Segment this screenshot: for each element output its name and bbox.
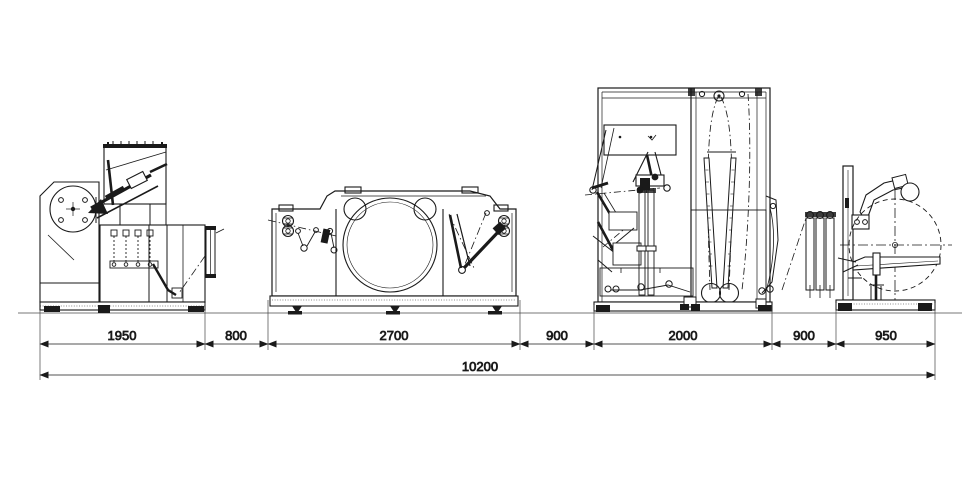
exit-roller-stand — [205, 226, 225, 278]
diagonal-actuator — [88, 159, 168, 219]
articulated-arm — [851, 173, 920, 230]
lower-web-path — [599, 267, 694, 297]
dimension-800: 800 — [204, 328, 269, 348]
central-drum-cylinder — [342, 197, 438, 293]
machine-4-base — [835, 299, 936, 311]
leveling-foot — [386, 306, 400, 315]
machine-1-unwinder-feeder — [39, 141, 225, 313]
doctor-blade-arm — [448, 210, 511, 274]
roller-stack — [781, 211, 836, 298]
festoon-carriage — [703, 151, 737, 289]
wound-roll — [840, 190, 952, 300]
leveling-foot — [488, 306, 502, 315]
vertical-column — [842, 165, 854, 301]
machine-2-base — [269, 295, 519, 315]
dimension-1950: 1950 — [39, 328, 206, 348]
dimension-label: 800 — [225, 328, 247, 343]
dimension-label: 900 — [793, 328, 815, 343]
roll-cradle — [837, 252, 941, 300]
dimension-900-b: 900 — [771, 328, 837, 348]
machine-2-coating-printing-unit — [267, 186, 519, 315]
exit-guide-assembly — [758, 195, 779, 295]
machine-3-festoon-accumulator — [584, 87, 779, 312]
dimension-label: 900 — [546, 328, 568, 343]
overall-dimension-label: 10200 — [462, 359, 498, 374]
dimension-label: 1950 — [108, 328, 137, 343]
dimension-label: 950 — [875, 328, 897, 343]
leveling-foot — [288, 306, 302, 315]
flywheel-pulley — [49, 185, 97, 233]
dimension-950: 950 — [835, 328, 936, 348]
dimension-900-a: 900 — [519, 328, 595, 348]
dimension-2000: 2000 — [593, 328, 773, 348]
vertical-guide-rails — [636, 188, 657, 296]
entry-roller-cluster — [267, 214, 338, 254]
dimension-overall-10200: 10200 — [39, 359, 936, 379]
dimension-chain: 1950 800 2700 900 2000 900 950 1 — [39, 328, 936, 379]
festoon-top-pulley — [698, 90, 746, 102]
machine-1-base — [39, 301, 206, 313]
festoon-web-loop — [707, 93, 751, 291]
dimension-label: 2700 — [380, 328, 409, 343]
dimension-2700: 2700 — [267, 328, 521, 348]
dimension-label: 2000 — [669, 328, 698, 343]
roller-bank-frame — [99, 224, 206, 303]
machine-4-rewinder — [781, 165, 952, 311]
hopper-box — [103, 141, 167, 225]
splice-arm-assembly — [584, 124, 677, 273]
